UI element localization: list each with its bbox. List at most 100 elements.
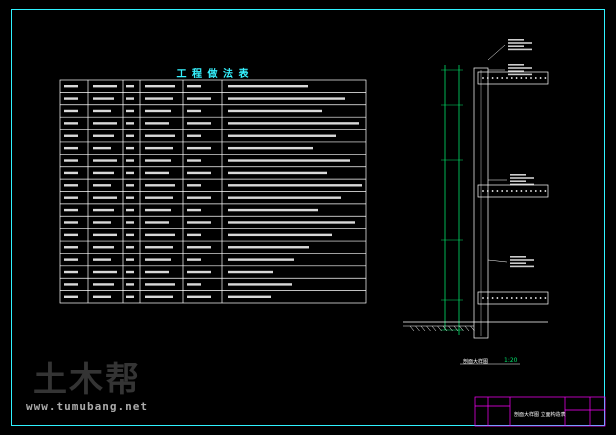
annotation-text-mark [510,174,526,176]
cell-text-mark [228,184,362,187]
slab-hatch-dot [515,297,518,299]
slab-hatch-dot [534,190,537,192]
cell-text-mark [93,146,111,150]
soil-hatch [442,325,448,332]
cell-text-mark [126,109,134,113]
slab-hatch-dot [491,297,494,299]
soil-hatch [470,325,475,332]
soil-hatch [437,325,442,332]
slab-hatch-dot [534,297,537,299]
cell-text-mark [228,196,341,199]
cell-text-mark [187,196,211,199]
slab-hatch-dot [539,297,542,299]
soil-hatch [426,325,431,332]
cell-text-mark [64,84,78,88]
cell-text-mark [145,159,171,162]
cell-text-mark [187,208,201,212]
annotation-text-mark [510,262,526,264]
cell-text-mark [145,270,169,274]
annotation-text-mark [508,67,532,69]
slab-hatch-dot [491,190,494,192]
cell-text-mark [145,84,175,88]
cell-text-mark [187,233,201,237]
slab-hatch-dot [501,190,504,192]
annotation-text-mark [510,259,534,261]
slab-hatch-dot [530,77,532,79]
cell-text-mark [126,184,134,187]
slab-hatch-dot [525,190,528,192]
cell-text-mark [64,283,78,286]
cell-text-mark [126,134,134,137]
soil-hatch [464,325,470,332]
annotation-text-mark [510,265,534,268]
cell-text-mark [126,159,134,162]
title-block-border [474,396,606,427]
cell-text-mark [126,84,134,88]
cell-text-mark [93,184,111,187]
cell-text-mark [64,196,78,199]
cell-text-mark [93,283,114,286]
cell-text-mark [187,84,201,88]
cell-text-mark [145,208,171,212]
cell-text-mark [228,233,332,237]
cell-text-mark [228,122,359,125]
slab-hatch-dot [510,297,513,299]
slab-hatch-dot [520,297,523,299]
cell-text-mark [64,295,78,299]
annotation-text-mark [508,45,524,47]
cell-text-mark [64,109,78,113]
cell-text-mark [64,134,78,137]
cell-text-mark [126,97,134,100]
cell-text-mark [228,283,292,286]
slab-hatch-dot [525,297,528,299]
cell-text-mark [145,233,175,237]
cell-text-mark [187,270,211,274]
cell-text-mark [187,97,211,100]
cell-text-mark [145,146,173,150]
cell-text-mark [93,233,117,237]
slab-hatch-dot [482,77,484,79]
cell-text-mark [187,134,201,137]
cell-text-mark [228,146,313,150]
cell-text-mark [126,295,134,299]
slab-hatch-dot [501,77,504,79]
cell-text-mark [126,233,134,237]
cell-text-mark [64,146,78,150]
cell-text-mark [187,159,201,162]
cell-text-mark [64,122,78,125]
slab-hatch-dot [482,190,484,192]
slab-hatch-dot [544,77,547,79]
cell-text-mark [228,171,327,175]
cell-text-mark [126,283,134,286]
cell-text-mark [126,258,134,261]
cell-text-mark [64,184,78,187]
cell-text-mark [228,97,345,100]
cell-text-mark [93,159,117,162]
cell-text-mark [228,84,308,88]
slab-hatch-dot [506,190,508,192]
annotation-text-mark [508,73,532,76]
cell-text-mark [93,258,111,261]
slab-hatch-dot [515,77,518,79]
annotation-text-mark [510,183,534,186]
cell-text-mark [145,221,169,224]
page-title: 工 程 做 法 表 [176,69,250,80]
cell-text-mark [187,246,211,249]
cell-text-mark [145,122,169,125]
annotation-text-mark [510,256,526,258]
cell-text-mark [93,221,111,224]
cell-text-mark [228,159,350,162]
cell-text-mark [64,221,78,224]
cell-text-mark [187,171,211,175]
cell-text-mark [187,184,201,187]
slab-hatch-dot [506,77,508,79]
leader-line [487,44,506,61]
slab-hatch-dot [510,190,513,192]
cell-text-mark [187,295,211,299]
cell-text-mark [145,134,175,137]
cell-text-mark [145,184,175,187]
cell-text-mark [126,122,134,125]
cell-text-mark [93,97,114,100]
cell-text-mark [187,122,211,125]
